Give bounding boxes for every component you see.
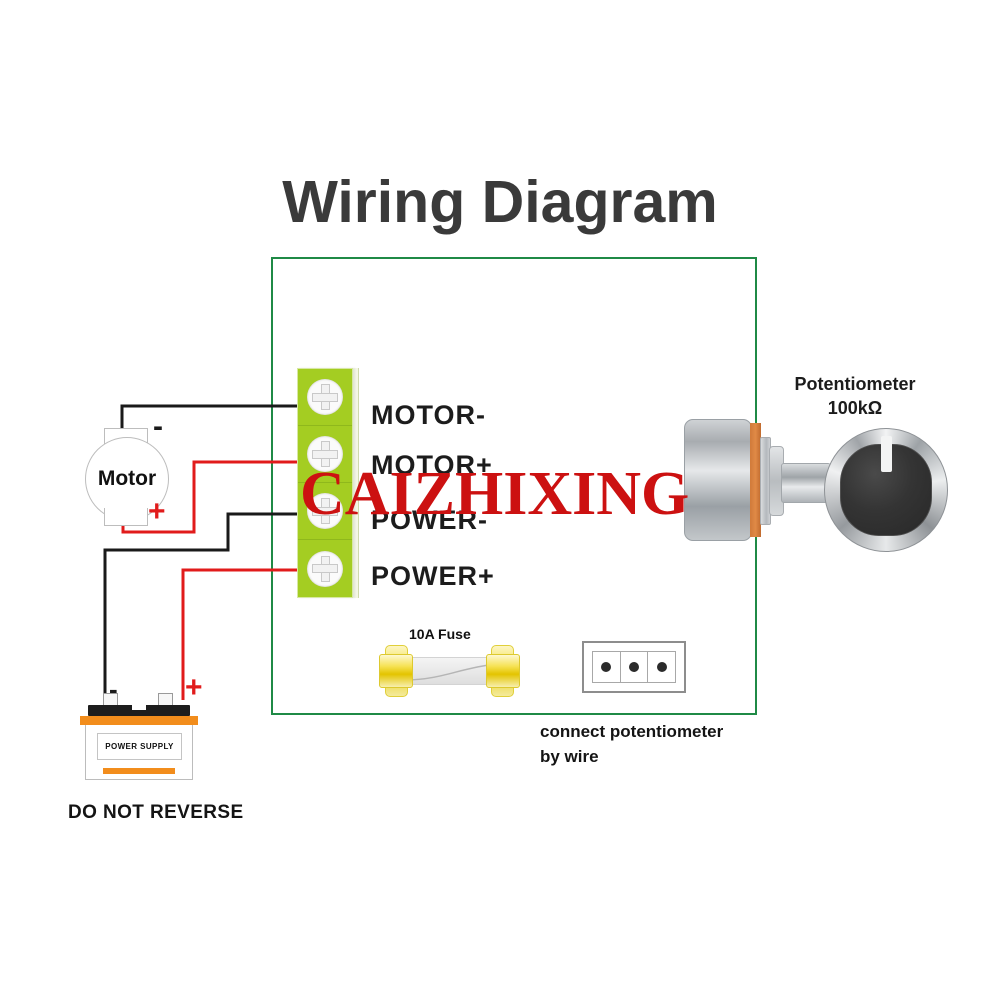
potentiometer-label: Potentiometer 100kΩ bbox=[740, 372, 970, 421]
potentiometer-label-line-1: Potentiometer bbox=[794, 374, 916, 394]
potentiometer-body bbox=[684, 419, 831, 541]
fuse-cap-left-inner bbox=[379, 654, 413, 688]
fuse-label: 10A Fuse bbox=[409, 626, 471, 642]
fuse-glass-body bbox=[399, 657, 500, 685]
battery-top-bar bbox=[88, 705, 190, 716]
connector-pin-2[interactable] bbox=[621, 652, 649, 682]
motor-symbol: Motor bbox=[80, 428, 174, 526]
potentiometer-orange-ring bbox=[750, 423, 761, 537]
battery-top-notch bbox=[132, 705, 146, 710]
connector-pin-3[interactable] bbox=[648, 652, 675, 682]
connector-pin-row bbox=[592, 651, 676, 683]
motor-label: Motor bbox=[97, 467, 157, 490]
battery-orange-bottom-strip bbox=[103, 768, 175, 774]
battery-orange-top-strip bbox=[80, 716, 198, 725]
knob-indicator-icon bbox=[881, 436, 892, 472]
terminal-label-motor-positive: MOTOR+ bbox=[371, 450, 493, 480]
connector-pin-1[interactable] bbox=[593, 652, 621, 682]
potentiometer-label-line-2: 100kΩ bbox=[827, 398, 883, 419]
terminal-label-power-negative: POWER- bbox=[371, 505, 488, 535]
potentiometer-shaft bbox=[781, 463, 831, 503]
connector-pin-hole-icon bbox=[656, 662, 667, 672]
fuse-filament-icon bbox=[405, 663, 497, 681]
do-not-reverse-warning: DO NOT REVERSE bbox=[68, 802, 244, 823]
motor-negative-sign: - bbox=[153, 410, 163, 443]
potentiometer-connector[interactable] bbox=[582, 641, 686, 693]
potentiometer-can bbox=[684, 419, 752, 541]
motor-terminal-tab-bottom bbox=[104, 508, 148, 526]
phillips-screw-icon[interactable] bbox=[307, 493, 343, 529]
connector-note-line-2: by wire bbox=[540, 746, 599, 766]
motor-body: Motor bbox=[85, 437, 169, 521]
watermark: CAIZHIXING bbox=[300, 460, 690, 528]
battery-label-text: POWER SUPPLY bbox=[105, 742, 174, 751]
battery-negative-sign: - bbox=[109, 674, 118, 704]
connector-note-line-1: connect potentiometer bbox=[540, 722, 724, 741]
phillips-screw-icon[interactable] bbox=[307, 550, 343, 587]
connector-note: connect potentiometer by wire bbox=[540, 720, 800, 769]
phillips-screw-icon[interactable] bbox=[307, 436, 343, 472]
page-title: Wiring Diagram bbox=[282, 169, 718, 235]
motor-positive-sign: + bbox=[148, 495, 166, 528]
battery-label-plate: POWER SUPPLY bbox=[97, 733, 182, 760]
terminal-label-power-positive: POWER+ bbox=[371, 561, 495, 591]
fuse-symbol bbox=[377, 645, 522, 697]
terminal-power-positive[interactable] bbox=[298, 540, 352, 597]
phillips-screw-icon[interactable] bbox=[307, 379, 343, 415]
terminal-motor-positive[interactable] bbox=[298, 426, 352, 483]
terminal-power-negative[interactable] bbox=[298, 483, 352, 540]
terminal-block-edge bbox=[353, 368, 359, 598]
potentiometer-knob[interactable] bbox=[824, 428, 948, 552]
connector-pin-hole-icon bbox=[601, 662, 612, 672]
battery-positive-sign: + bbox=[185, 671, 203, 704]
terminal-block[interactable] bbox=[297, 368, 353, 598]
fuse-cap-right-inner bbox=[486, 654, 520, 688]
terminal-motor-negative[interactable] bbox=[298, 369, 352, 426]
power-supply-battery: POWER SUPPLY bbox=[80, 693, 198, 780]
terminal-label-motor-negative: MOTOR- bbox=[371, 400, 486, 430]
connector-pin-hole-icon bbox=[629, 662, 639, 672]
